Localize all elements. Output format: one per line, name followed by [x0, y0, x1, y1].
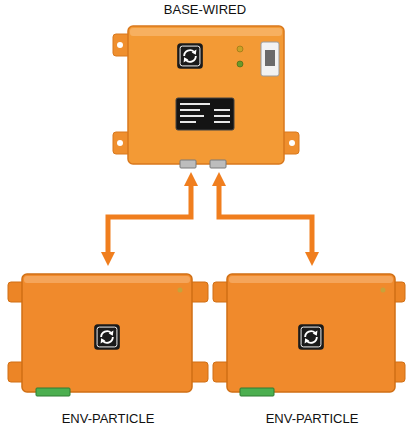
bottom-port: [180, 160, 196, 168]
screen-line: [180, 121, 196, 123]
device-body: [128, 26, 284, 164]
port-slot: [265, 50, 275, 66]
screen-line: [180, 109, 200, 111]
terminal-block: [240, 388, 274, 396]
screen-line: [214, 115, 230, 117]
body-highlight: [24, 276, 190, 283]
logo-icon: [177, 43, 203, 69]
oled-screen: [176, 98, 234, 130]
device-label: ENV-PARTICLE: [264, 411, 361, 426]
led: [237, 61, 243, 67]
device-body: [22, 274, 192, 392]
screen-line: [180, 115, 204, 117]
device-body: [227, 274, 395, 392]
led: [237, 46, 243, 52]
mount-hole: [117, 140, 123, 146]
link-arrow: [219, 186, 312, 252]
sensor-device-node: ENV-PARTICLE: [18, 266, 198, 426]
env-device: [8, 274, 208, 396]
led: [178, 288, 183, 293]
mount-hole: [289, 140, 295, 146]
led: [381, 288, 386, 293]
body-highlight: [130, 28, 282, 36]
logo-icon: [298, 324, 324, 350]
link-arrow: [108, 186, 191, 252]
body-highlight: [229, 276, 393, 283]
base-device: [113, 26, 299, 168]
device-label: BASE-WIRED: [162, 2, 248, 17]
screen-line: [214, 109, 230, 111]
sensor-device-node: ENV-PARTICLE: [222, 266, 402, 426]
device-label: ENV-PARTICLE: [60, 411, 157, 426]
mount-hole: [117, 42, 123, 48]
env-device: [213, 274, 405, 396]
rj45-port: [261, 42, 279, 76]
terminal-block: [36, 388, 70, 396]
logo-icon: [94, 324, 120, 350]
screen-line: [180, 103, 210, 105]
bottom-port: [210, 160, 226, 168]
screen-line: [214, 121, 230, 123]
base-device-node: BASE-WIRED: [122, 2, 288, 172]
